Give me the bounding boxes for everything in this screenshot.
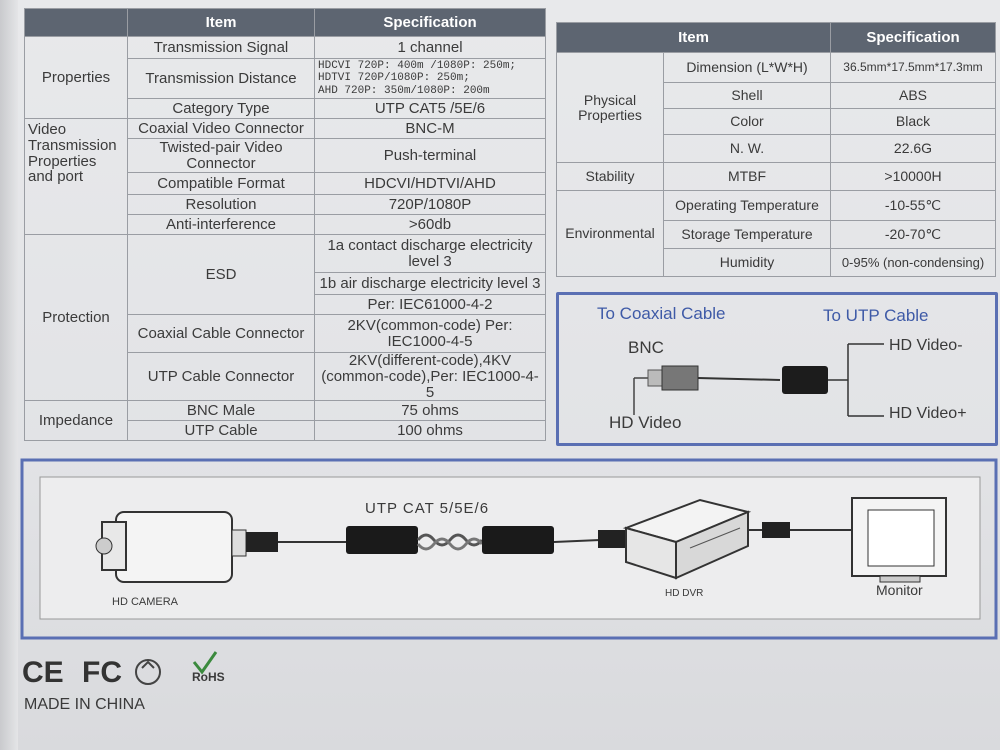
group-environmental: Environmental	[556, 190, 664, 277]
bnc-label: BNC	[628, 338, 664, 357]
val-esd-1: 1a contact discharge electricity level 3	[314, 234, 546, 273]
val-op-temp: -10-55℃	[830, 190, 996, 221]
system-diagram-frame	[20, 458, 998, 640]
rohs-check-icon	[192, 651, 218, 675]
to-utp-label: To UTP Cable	[823, 306, 929, 325]
item-transmission-signal: Transmission Signal	[127, 36, 315, 59]
item-dimension: Dimension (L*W*H)	[663, 52, 831, 83]
svg-text:FC: FC	[82, 656, 122, 689]
card-edge	[0, 0, 18, 750]
item-transmission-distance: Transmission Distance	[127, 58, 315, 99]
group-video-transmission: Video Transmission Properties and port	[24, 118, 128, 235]
monitor-label: Monitor	[876, 582, 923, 598]
made-in-label: MADE IN CHINA	[24, 696, 145, 713]
val-transmission-distance: HDCVI 720P: 400m /1080P: 250m; HDTVI 720…	[314, 58, 546, 99]
item-resolution: Resolution	[127, 194, 315, 215]
svg-text:CE: CE	[22, 656, 64, 689]
group-physical: Physical Properties	[556, 52, 664, 163]
camera-icon	[95, 511, 278, 583]
item-st-temp: Storage Temperature	[663, 220, 831, 249]
col-header-item: Item	[556, 22, 831, 53]
fcc-mark-icon: FC	[82, 656, 122, 689]
td-line: HDTVI 720P/1080P: 250m;	[318, 72, 470, 85]
item-esd: ESD	[127, 234, 315, 315]
item-utp-cable-connector: UTP Cable Connector	[127, 351, 315, 402]
val-utp-cable: 100 ohms	[314, 420, 546, 442]
ce-mark-icon: CE	[22, 656, 64, 689]
camera-label: HD CAMERA	[112, 596, 179, 608]
item-coax-cable-connector: Coaxial Cable Connector	[127, 314, 315, 353]
val-nw: 22.6G	[830, 134, 996, 163]
hd-video-label: HD Video	[609, 413, 682, 432]
item-shell: Shell	[663, 82, 831, 109]
balun-left-icon	[346, 526, 418, 554]
twisted-pair-icon	[416, 533, 484, 547]
group-properties: Properties	[24, 36, 128, 119]
bnc-plug-icon	[598, 530, 626, 548]
dvr-label: HD DVR	[665, 588, 704, 599]
recycle-icon	[135, 659, 161, 685]
val-twisted-pair: Push-terminal	[314, 138, 546, 173]
val-dimension: 36.5mm*17.5mm*17.3mm	[830, 52, 996, 83]
val-mtbf: >10000H	[830, 162, 996, 191]
item-op-temp: Operating Temperature	[663, 190, 831, 221]
to-coaxial-label: To Coaxial Cable	[597, 304, 726, 323]
balun-body-icon	[782, 343, 884, 417]
td-line: HDCVI 720P: 400m /1080P: 250m;	[318, 60, 517, 73]
hd-video-minus-label: HD Video-	[889, 337, 963, 354]
val-utp-cable-connector: 2KV(different-code),4KV (common-code),Pe…	[314, 351, 546, 402]
item-compatible-format: Compatible Format	[127, 172, 315, 195]
bnc-connector-icon	[633, 365, 781, 415]
item-coaxial-connector: Coaxial Video Connector	[127, 118, 315, 139]
td-line: AHD 720P: 350m/1080P: 200m	[318, 84, 490, 97]
connector-diagram-frame	[556, 292, 998, 446]
group-stability: Stability	[556, 162, 664, 191]
item-humidity: Humidity	[663, 248, 831, 277]
val-st-temp: -20-70℃	[830, 220, 996, 249]
bnc-plug-icon	[762, 522, 790, 538]
group-impedance: Impedance	[24, 400, 128, 442]
val-transmission-signal: 1 channel	[314, 36, 546, 59]
item-utp-cable: UTP Cable	[127, 420, 315, 442]
val-anti-interference: >60db	[314, 214, 546, 235]
balun-right-icon	[482, 526, 554, 554]
dvr-icon	[622, 498, 752, 580]
hd-video-plus-label: HD Video+	[889, 405, 967, 422]
val-shell: ABS	[830, 82, 996, 109]
monitor-icon	[851, 497, 947, 583]
utp-cable-label: UTP CAT 5/5E/6	[365, 500, 490, 517]
col-header-spec: Specification	[830, 22, 996, 53]
val-coax-cable-connector: 2KV(common-code) Per: IEC1000-4-5	[314, 314, 546, 353]
item-twisted-pair: Twisted-pair Video Connector	[127, 138, 315, 173]
right-spec-table: Item Specification Physical Properties D…	[556, 22, 996, 277]
left-spec-table: Item Specification Properties Transmissi…	[24, 8, 546, 442]
cable-coax-2	[553, 539, 601, 543]
item-anti-interference: Anti-interference	[127, 214, 315, 235]
group-protection: Protection	[24, 233, 128, 402]
val-color: Black	[830, 108, 996, 135]
rohs-label: RoHS	[192, 670, 225, 684]
val-humidity: 0-95% (non-condensing)	[830, 248, 996, 277]
